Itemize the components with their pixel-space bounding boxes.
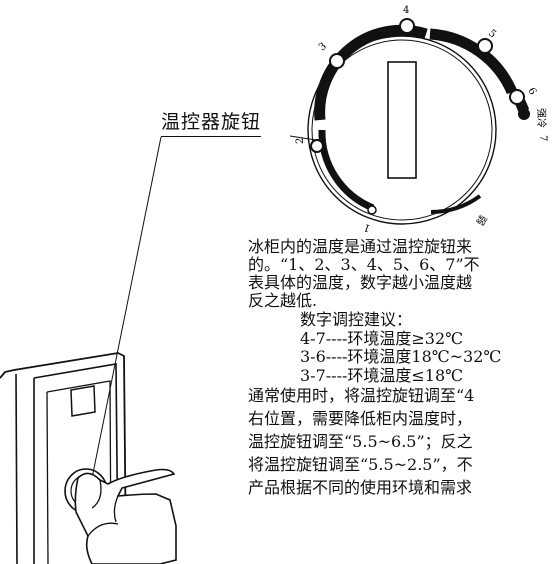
dial-number-4: 4 [403, 5, 409, 16]
text-line-4: 反之越低. [248, 291, 318, 310]
usage-line-5: 产品根据不同的使用环境和需求 [248, 478, 473, 497]
advice-title: 数字调控建议： [300, 310, 413, 329]
dial-marker-4 [399, 18, 415, 34]
dial-marker-5 [477, 38, 493, 54]
dial-number-6: 6 [525, 86, 538, 97]
panel-window [70, 385, 96, 417]
dial-knob-slot[interactable] [387, 61, 417, 179]
dial-weak-label: 弱 [473, 213, 488, 228]
dial-marker-1 [367, 205, 377, 215]
dial-number-1: 1 [362, 221, 372, 234]
usage-line-2: 右位置，需要降低柜内温度时， [248, 409, 473, 428]
dial-number-7: 7 [537, 135, 548, 141]
dial-strong-label: 强冷 [535, 108, 548, 128]
dial-marker-3 [329, 53, 345, 69]
dial-number-2: 2 [295, 138, 306, 144]
advice-line-2: 3-6----环境温度18℃~32℃ [300, 347, 502, 366]
thermostat-dial[interactable]: 1 2 3 4 5 6 7 强冷 弱 [295, 5, 548, 234]
text-line-1: 冰柜内的温度是通过温控旋钮来 [248, 237, 473, 256]
advice-line-1: 4-7----环境温度≥32℃ [300, 329, 464, 348]
text-line-2: 的。“1、2、3、4、5、6、7”不 [248, 255, 480, 274]
usage-line-3: 温控旋钮调至“5.5~6.5”；反之 [248, 432, 473, 451]
advice-line-3: 3-7----环境温度≤18℃ [300, 366, 464, 385]
usage-line-1: 通常使用时，将温控旋钮调至“4 [248, 386, 475, 405]
dial-number-5: 5 [486, 28, 498, 41]
hand-icon [74, 468, 177, 564]
dial-marker-6 [509, 89, 525, 105]
dial-weak-tail [430, 194, 482, 214]
dial-number-3: 3 [317, 41, 329, 54]
dial-marker-7 [518, 108, 530, 120]
callout-label: 温控器旋钮 [161, 107, 262, 137]
text-line-3: 表具体的温度，数字越小温度越 [248, 273, 473, 292]
dial-marker-2 [310, 139, 324, 153]
dial-arc-band [318, 129, 375, 212]
usage-line-4: 将温控旋钮调至“5.5~2.5”，不 [248, 455, 473, 474]
freezer-panel-illustration [0, 352, 177, 564]
